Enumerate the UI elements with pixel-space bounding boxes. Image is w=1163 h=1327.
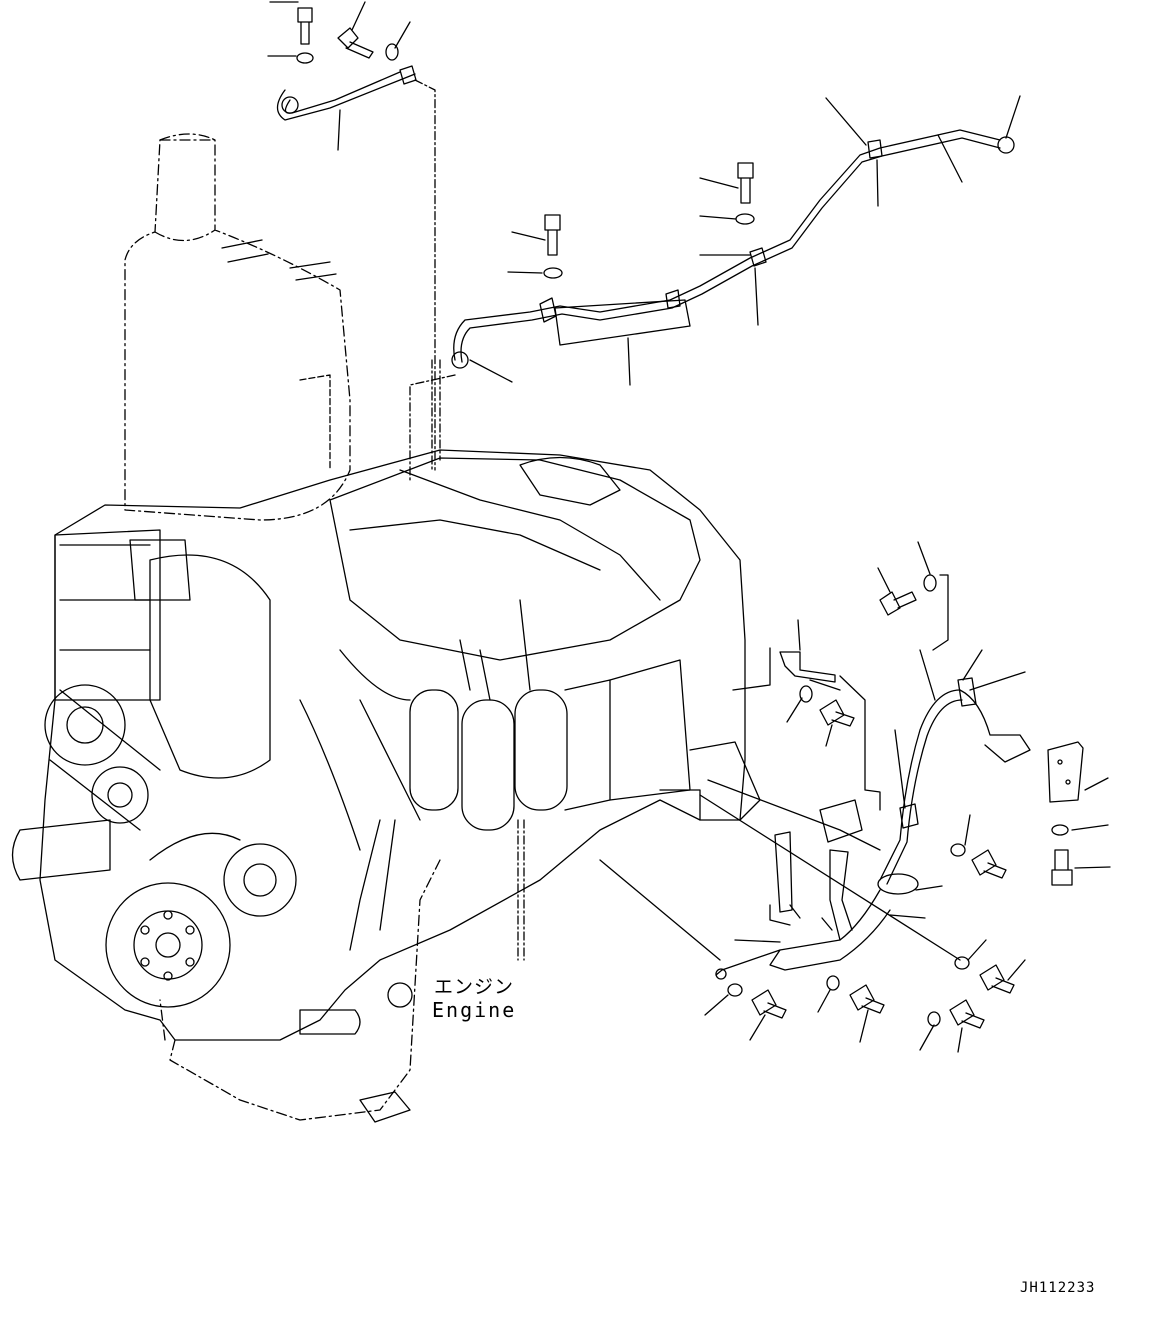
mid-hose-assembly: [409, 95, 1021, 481]
drawing-code: JH112233: [1020, 1280, 1096, 1296]
engine-label-japanese: エンジン: [434, 976, 515, 998]
engine-illustration: [11, 133, 761, 1123]
engine-label-english: Engine: [432, 998, 517, 1022]
wire-harness: [599, 541, 1111, 1053]
upper-hose-assembly: [267, 1, 436, 471]
assembly-guide-lines: [517, 819, 525, 961]
